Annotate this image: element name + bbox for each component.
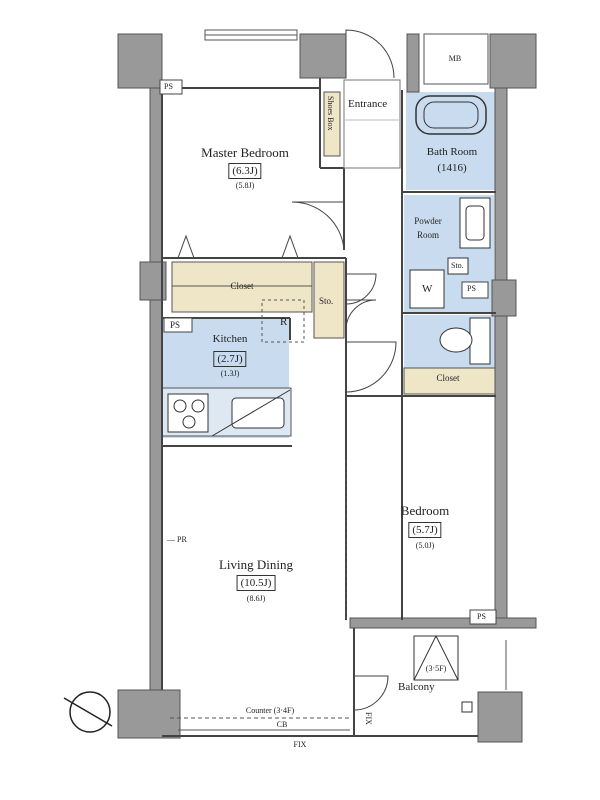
closet-bedroom-label: Closet <box>436 373 460 383</box>
storage-area <box>313 261 345 339</box>
stove-icon <box>173 399 187 413</box>
shoes-box <box>323 91 341 157</box>
washer-box <box>409 269 445 309</box>
bathtub-icon <box>415 95 487 135</box>
closet-master <box>171 261 313 313</box>
closet-bedroom <box>403 367 497 395</box>
storage-label: Sto. <box>319 296 334 306</box>
counter-label: Counter (3·4F) <box>245 706 295 715</box>
powder-room-label: Powder Room <box>414 216 442 240</box>
master-bedroom-sub: (5.8J) <box>235 181 255 190</box>
entrance-label: Entrance <box>348 98 388 110</box>
mb-box <box>423 33 489 85</box>
storage-small-label: Sto. <box>451 261 464 270</box>
washer-label: W <box>422 283 433 295</box>
living-dining-sub: (8.6J) <box>246 594 266 603</box>
fix-label: FIX <box>293 740 307 749</box>
ps-label-right: PS <box>467 284 476 293</box>
balcony-note: (3·5F) <box>425 664 447 673</box>
closet-master-label: Closet <box>230 281 254 291</box>
bath-room-name: Bath Room <box>426 146 478 158</box>
north-arrow-icon <box>63 691 113 733</box>
master-bedroom-name: Master Bedroom <box>201 145 289 160</box>
living-dining-size: (10.5J) <box>236 575 276 591</box>
ps-label-top: PS <box>164 82 173 91</box>
toilet-icon <box>439 327 473 353</box>
ps-label-bedroom: PS <box>477 612 486 621</box>
fix-label-balcony: FIX <box>364 712 373 725</box>
balcony-name: Balcony <box>398 681 435 693</box>
fridge-label: R <box>280 316 288 328</box>
pr-label: — PR <box>167 535 187 544</box>
bedroom-sub: (5.0J) <box>415 541 435 550</box>
mb-label: MB <box>448 54 462 63</box>
sink-icon <box>231 397 285 429</box>
shoes-box-label: Shoes Box <box>326 96 335 131</box>
cb-label: CB <box>276 720 288 729</box>
bath-room-size: (1416) <box>437 162 467 174</box>
bedroom-name: Bedroom <box>400 503 450 518</box>
kitchen-sub: (1.3J) <box>220 369 240 378</box>
living-dining-name: Living Dining <box>218 557 294 572</box>
master-bedroom-size: (6.3J) <box>228 163 262 179</box>
ps-label-kitchen: PS <box>170 320 181 330</box>
kitchen-size: (2.7J) <box>213 351 247 367</box>
bedroom-size: (5.7J) <box>408 522 442 538</box>
kitchen-name: Kitchen <box>212 333 248 345</box>
